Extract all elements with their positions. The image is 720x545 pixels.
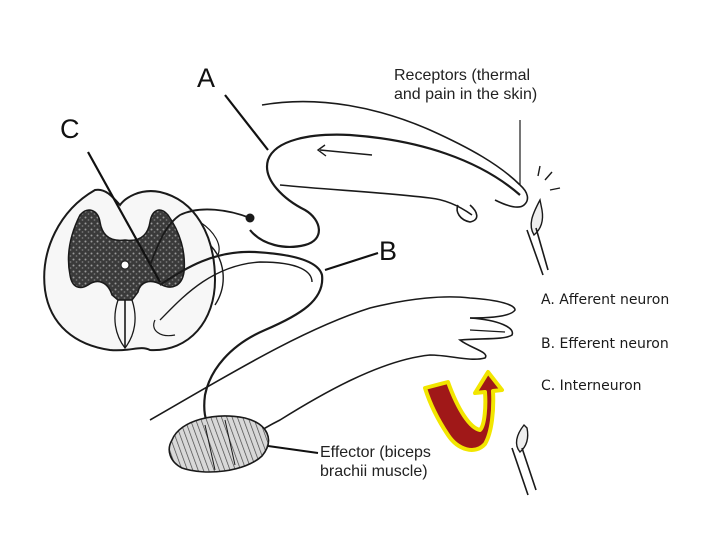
label-c: C (60, 116, 80, 143)
receptors-caption: Receptors (thermal and pain in the skin) (394, 66, 537, 104)
effector-caption: Effector (biceps brachii muscle) (320, 443, 431, 481)
flame-upper-icon (527, 166, 560, 275)
legend-afferent: A. Afferent neuron (541, 292, 669, 308)
label-b: B (379, 238, 397, 265)
upper-arm-drawing (262, 102, 527, 222)
spinal-cord-section (44, 190, 223, 351)
biceps-muscle (169, 416, 318, 472)
receptors-caption-line1: Receptors (thermal (394, 66, 537, 85)
legend-interneuron: C. Interneuron (541, 378, 642, 394)
reflex-arrow-icon (425, 372, 502, 450)
receptors-caption-line2: and pain in the skin) (394, 85, 537, 104)
flame-lower-icon (512, 425, 536, 495)
label-a: A (197, 65, 215, 92)
effector-caption-line1: Effector (biceps (320, 443, 431, 462)
effector-caption-line2: brachii muscle) (320, 462, 431, 481)
legend-efferent: B. Efferent neuron (541, 336, 669, 352)
